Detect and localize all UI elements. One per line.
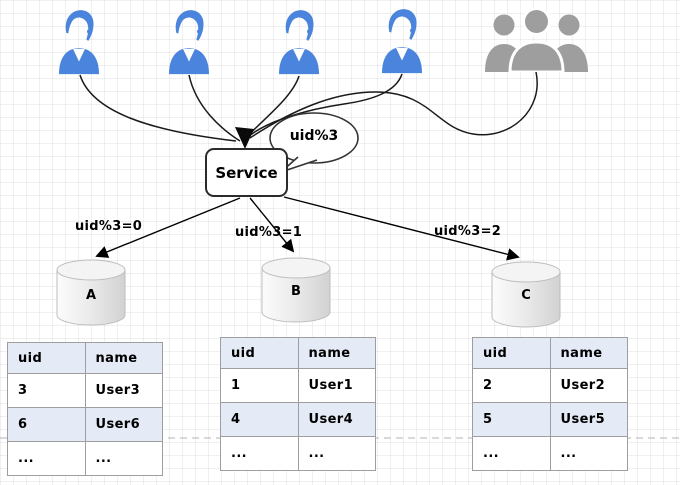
table-row: ... ... — [7, 441, 163, 476]
db-label-a: A — [85, 288, 97, 303]
table-row: ... ... — [220, 436, 376, 471]
user-group-icon — [483, 7, 590, 74]
table-header-row: uid name — [472, 337, 628, 369]
user-icon — [167, 8, 211, 75]
service-node: Service — [205, 148, 288, 197]
col-header-uid: uid — [472, 337, 551, 369]
cell-name: User5 — [549, 402, 628, 437]
db-label-c: C — [521, 288, 531, 303]
table-row: 1 User1 — [220, 368, 376, 403]
merged-arrowhead — [235, 127, 254, 149]
table-row: 2 User2 — [472, 368, 628, 403]
table-header-row: uid name — [220, 337, 376, 369]
user-icon — [277, 8, 321, 75]
shard-table-a: uid name 3 User3 6 User6 ... ... — [7, 342, 163, 476]
shard-table-b: uid name 1 User1 4 User4 ... ... — [220, 337, 376, 471]
db-label-b: B — [291, 284, 301, 299]
cell-name: User4 — [297, 402, 376, 437]
col-header-uid: uid — [220, 337, 299, 369]
col-header-name: name — [297, 337, 376, 369]
cell-name: ... — [84, 441, 163, 476]
cell-uid: ... — [220, 436, 299, 471]
db-cylinders — [56, 257, 561, 328]
cell-uid: 4 — [220, 402, 299, 437]
cell-name: User3 — [84, 373, 163, 408]
connector-user2-service — [188, 74, 241, 142]
cell-uid: 3 — [7, 373, 86, 408]
table-row: 4 User4 — [220, 402, 376, 437]
connector-user1-service — [79, 74, 237, 142]
cell-name: ... — [297, 436, 376, 471]
cell-name: User2 — [549, 368, 628, 403]
user-icon — [57, 8, 101, 75]
table-row: ... ... — [472, 436, 628, 471]
col-header-uid: uid — [7, 342, 86, 374]
table-row: 3 User3 — [7, 373, 163, 408]
cell-name: User1 — [297, 368, 376, 403]
edge-label-mod1: uid%3=1 — [235, 225, 303, 240]
cell-uid: ... — [7, 441, 86, 476]
cell-uid: 6 — [7, 407, 86, 442]
bubble-label: uid%3 — [289, 128, 339, 144]
table-row: 6 User6 — [7, 407, 163, 442]
cell-name: User6 — [84, 407, 163, 442]
col-header-name: name — [549, 337, 628, 369]
table-row: 5 User5 — [472, 402, 628, 437]
edge-label-mod0: uid%3=0 — [75, 219, 143, 234]
edge-label-mod2: uid%3=2 — [434, 224, 502, 239]
cell-uid: 2 — [472, 368, 551, 403]
table-header-row: uid name — [7, 342, 163, 374]
user-icon — [380, 7, 424, 74]
cell-uid: 1 — [220, 368, 299, 403]
cell-uid: 5 — [472, 402, 551, 437]
service-label: Service — [215, 163, 278, 182]
col-header-name: name — [84, 342, 163, 374]
cell-uid: ... — [472, 436, 551, 471]
shard-table-c: uid name 2 User2 5 User5 ... ... — [472, 337, 628, 471]
cell-name: ... — [549, 436, 628, 471]
